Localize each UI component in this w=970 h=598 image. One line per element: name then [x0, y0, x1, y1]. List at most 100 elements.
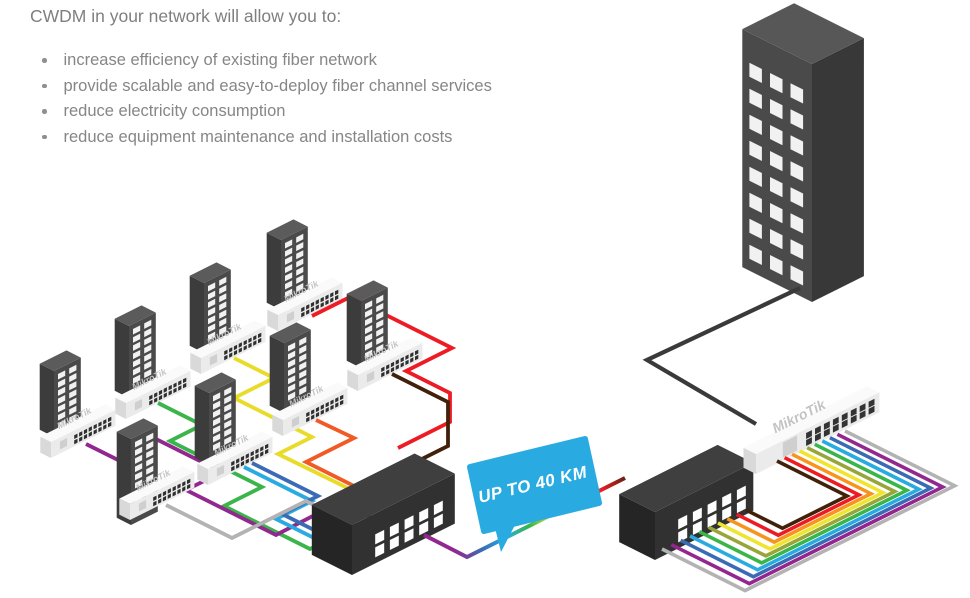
ethernet-port	[158, 498, 162, 504]
ethernet-port	[79, 436, 83, 442]
window	[770, 73, 783, 94]
ethernet-port	[153, 495, 157, 501]
mux-port	[722, 492, 732, 508]
window	[296, 266, 304, 276]
window	[133, 325, 141, 335]
window	[296, 233, 304, 243]
window	[213, 441, 221, 451]
window	[285, 239, 293, 249]
device-panel-square	[286, 311, 295, 323]
window	[146, 432, 154, 442]
site-group: MikroTik	[266, 219, 457, 450]
office-building	[194, 372, 236, 465]
ethernet-port	[415, 354, 419, 361]
bubble-tail	[495, 525, 515, 552]
window	[770, 203, 783, 224]
window	[219, 285, 227, 295]
face-right	[812, 38, 864, 302]
ethernet-port	[163, 392, 167, 398]
cwdm-channel-cyan	[689, 439, 923, 572]
window	[135, 454, 143, 464]
window	[288, 375, 296, 385]
fiber-link-brown	[391, 372, 450, 472]
window	[296, 242, 304, 252]
office-building	[189, 262, 231, 353]
face-top	[272, 382, 348, 420]
benefits-list: increase efficiency of existing fiber ne…	[30, 48, 492, 150]
ethernet-port	[320, 409, 324, 415]
cwdm-channel-red	[735, 456, 863, 538]
mux-port	[389, 522, 399, 537]
face-top	[347, 337, 423, 375]
face-top	[266, 219, 308, 240]
mux-port	[707, 513, 717, 528]
ethernet-port	[158, 394, 163, 401]
ethernet-port	[859, 403, 866, 413]
window	[58, 378, 66, 388]
ethernet-port	[260, 446, 264, 452]
site-group: MikroTik	[114, 305, 373, 552]
window	[285, 247, 293, 257]
ethernet-port	[315, 411, 320, 418]
office-building	[39, 350, 81, 437]
window	[58, 395, 66, 405]
ethernet-port	[340, 394, 344, 401]
window	[299, 361, 307, 371]
ethernet-port	[400, 362, 404, 368]
mikrotik-switch: MikroTik	[197, 431, 273, 485]
window	[296, 258, 304, 268]
ethernet-port	[240, 460, 245, 467]
window	[208, 315, 216, 325]
ethernet-port	[386, 364, 390, 370]
window	[146, 465, 154, 475]
window	[296, 274, 304, 284]
cwdm-channel-blue	[679, 436, 935, 579]
window	[144, 328, 152, 338]
ethernet-port	[233, 344, 238, 351]
window	[213, 433, 221, 443]
window	[69, 389, 77, 399]
device-panel-square	[291, 416, 300, 428]
face-left	[115, 397, 126, 419]
face-left	[189, 275, 204, 353]
site-group: MikroTik	[189, 262, 369, 500]
mux-port	[736, 498, 746, 514]
face-left	[190, 352, 201, 374]
ethernet-port	[306, 416, 310, 423]
cwdm-channel-green	[698, 442, 911, 565]
window	[749, 244, 762, 265]
window	[299, 336, 307, 346]
window	[69, 381, 77, 391]
ethernet-port	[177, 488, 181, 495]
ethernet-port	[153, 500, 157, 507]
window	[144, 319, 152, 329]
benefit-item: reduce equipment maintenance and install…	[30, 125, 492, 151]
ethernet-port	[850, 414, 857, 424]
ethernet-port	[236, 463, 240, 469]
intro-text-block: CWDM in your network will allow you to: …	[30, 6, 492, 150]
ethernet-port	[301, 306, 305, 312]
window	[133, 341, 141, 351]
mux-port	[404, 515, 414, 530]
window	[133, 333, 141, 343]
building-fiber-link	[642, 286, 801, 426]
bullet-dot	[42, 134, 47, 139]
site-group: MikroTik	[194, 372, 379, 560]
ethernet-port	[381, 371, 385, 378]
mux-port	[736, 485, 746, 501]
face-top	[115, 365, 191, 403]
ethernet-port	[320, 404, 324, 410]
ethernet-port	[395, 359, 399, 365]
window	[299, 386, 307, 396]
ethernet-port	[240, 455, 245, 462]
ethernet-port	[806, 437, 812, 446]
window	[790, 213, 804, 234]
ethernet-port	[154, 397, 158, 403]
ethernet-port	[245, 458, 249, 464]
ethernet-port	[325, 299, 329, 306]
ethernet-port	[868, 405, 875, 415]
window	[770, 99, 783, 120]
ethernet-port	[306, 309, 310, 315]
ethernet-port	[173, 382, 177, 388]
window	[770, 229, 783, 250]
